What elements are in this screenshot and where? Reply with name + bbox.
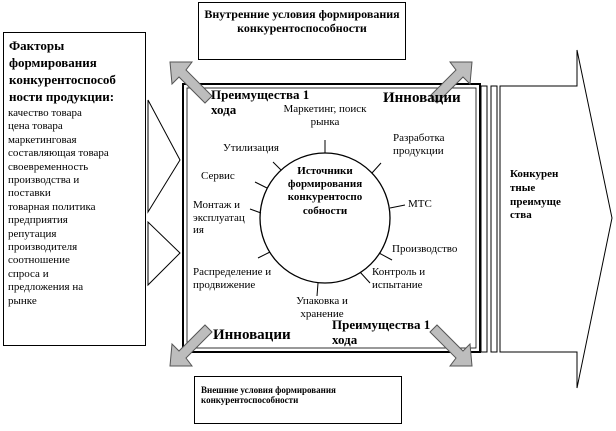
factor-item: маркетинговая составляющая товара [8, 133, 109, 160]
factor-item: товарная политика предприятия [8, 200, 96, 227]
corner-top-right-label: Инновации [383, 90, 461, 106]
internal-conditions-box: Внутренние условия формирования конкурен… [198, 2, 406, 60]
corner-arrow-top-left [169, 61, 213, 104]
bar-2 [490, 85, 498, 353]
external-conditions-box: Внешние условия формирования конкурентос… [194, 376, 402, 424]
factor-item: цена товара [8, 120, 63, 133]
corner-arrow-bottom-right [429, 324, 473, 367]
corner-bottom-right-label: Преимущества 1 хода [332, 317, 431, 347]
factors-arrow-lower [147, 220, 181, 287]
source-mts: МТС [408, 198, 432, 210]
corner-arrow-top-right [429, 61, 473, 104]
source-disposal: Утилизация [223, 142, 279, 154]
source-development: Разработка продукции [393, 132, 445, 157]
main-square-inner [186, 87, 477, 349]
result-label: Конкурен тные преимуще ства [510, 168, 561, 222]
factor-item: качество товара [8, 107, 82, 119]
source-packaging: Упаковка и хранение [296, 295, 348, 320]
factors-list: качество товара цена товара маркетингова… [8, 107, 146, 308]
external-conditions-label: Внешние условия формирования конкурентос… [201, 385, 336, 406]
corner-bottom-left-label: Инновации [213, 327, 291, 343]
bar-1 [480, 85, 488, 353]
source-control: Контроль и испытание [372, 266, 426, 291]
source-installation: Монтаж и эксплуатац ия [193, 199, 245, 237]
factor-item: своевременность производства и поставки [8, 160, 89, 200]
factor-item: соотношение спроса и предложения на рынк… [8, 254, 84, 307]
corner-top-left-label: Преимущества 1 хода [211, 87, 310, 117]
factors-box: Факторы формирования конкурентоспособ но… [3, 32, 146, 346]
factor-item: репутация производителя [8, 227, 78, 254]
source-distribution: Распределение и продвижение [193, 266, 272, 291]
corner-arrow-bottom-left [169, 324, 213, 367]
source-service: Сервис [201, 170, 235, 182]
center-circle-label: Источники формирования конкурентоспо соб… [287, 165, 363, 217]
factors-title: Факторы формирования конкурентоспособ но… [9, 38, 116, 104]
internal-conditions-label: Внутренние условия формирования конкурен… [204, 7, 400, 35]
source-production: Производство [392, 243, 458, 255]
source-marketing: Маркетинг, поиск рынка [283, 103, 367, 128]
result-arrow [499, 49, 613, 389]
factors-arrow [147, 99, 181, 214]
